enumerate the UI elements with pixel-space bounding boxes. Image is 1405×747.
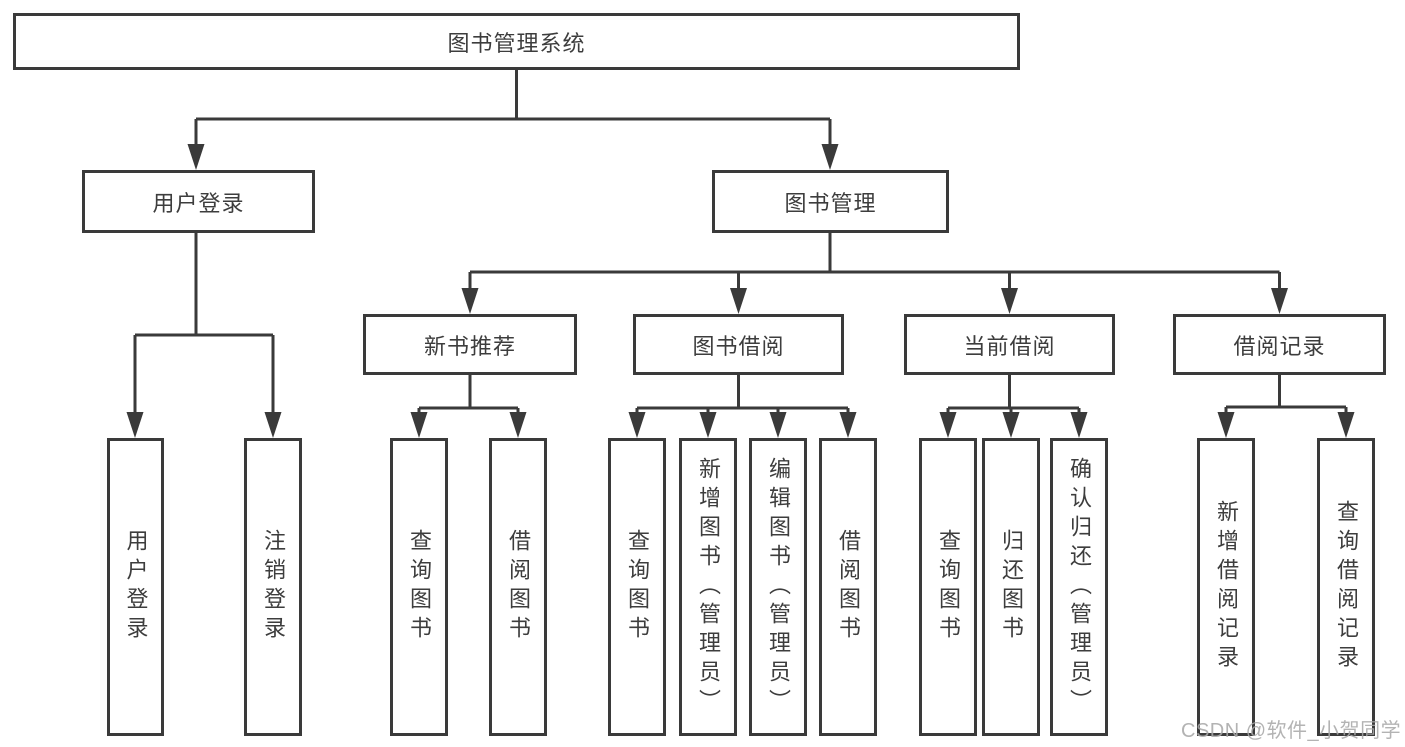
connector-root-to-level2: [187, 70, 839, 170]
leaf-borrow-books-label: 借阅图书: [836, 529, 861, 645]
leaf-query-books-borrow-label: 查询图书: [625, 529, 650, 645]
leaf-confirm-return-admin-label: 确认归还（管理员）: [1067, 456, 1092, 718]
connector-new-book-children: [410, 375, 527, 438]
leaf-add-books-admin-label: 新增图书（管理员）: [696, 456, 721, 718]
connector-line: [417, 375, 520, 414]
arrowhead-icon: [1001, 288, 1018, 314]
leaf-edit-books-admin: 编辑图书（管理员）: [749, 438, 807, 736]
arrowhead-icon: [1002, 412, 1020, 438]
connector-line: [1224, 375, 1348, 414]
arrowhead-icon: [1337, 412, 1355, 438]
leaf-user-login-label: 用户登录: [123, 529, 149, 645]
connector-line: [468, 233, 1281, 292]
arrowhead-icon: [821, 144, 839, 170]
arrowhead-icon: [187, 144, 205, 170]
arrowhead-icon: [410, 412, 428, 438]
connector-line: [946, 375, 1081, 414]
leaf-query-books-current: 查询图书: [919, 438, 977, 736]
leaf-add-books-admin: 新增图书（管理员）: [679, 438, 737, 736]
leaf-add-borrow-record: 新增借阅记录: [1197, 438, 1255, 736]
leaf-query-books-recommend-label: 查询图书: [407, 529, 432, 645]
connector-line: [635, 375, 850, 414]
node-new-book-recommend: 新书推荐: [363, 314, 577, 375]
leaf-user-login: 用户登录: [107, 438, 164, 736]
leaf-query-borrow-record-label: 查询借阅记录: [1334, 500, 1359, 674]
leaf-query-books-current-label: 查询图书: [936, 529, 961, 645]
arrowhead-icon: [126, 412, 144, 438]
arrowhead-icon: [730, 288, 747, 314]
connector-book-management-children: [461, 233, 1288, 314]
leaf-return-books: 归还图书: [982, 438, 1040, 736]
node-borrow-records: 借阅记录: [1173, 314, 1386, 375]
arrowhead-icon: [264, 412, 282, 438]
node-current-borrow: 当前借阅: [904, 314, 1115, 375]
leaf-borrow-books-recommend: 借阅图书: [489, 438, 547, 736]
arrowhead-icon: [1271, 288, 1288, 314]
connector-line: [194, 70, 832, 148]
leaf-borrow-books: 借阅图书: [819, 438, 877, 736]
node-book-management: 图书管理: [712, 170, 949, 233]
arrowhead-icon: [699, 412, 717, 438]
arrowhead-icon: [509, 412, 527, 438]
leaf-query-books-borrow: 查询图书: [608, 438, 666, 736]
connector-current-borrow-children: [939, 375, 1088, 438]
arrowhead-icon: [461, 288, 479, 314]
watermark: CSDN @软件_小贺同学: [1181, 720, 1402, 742]
leaf-confirm-return-admin: 确认归还（管理员）: [1050, 438, 1108, 736]
leaf-query-books-recommend: 查询图书: [390, 438, 448, 736]
leaf-return-books-label: 归还图书: [999, 529, 1024, 645]
connector-book-borrow-children: [628, 375, 857, 438]
connector-line: [133, 233, 275, 414]
leaf-logout-login: 注销登录: [244, 438, 302, 736]
arrowhead-icon: [839, 412, 857, 438]
leaf-edit-books-admin-label: 编辑图书（管理员）: [766, 456, 791, 718]
connector-borrow-records-children: [1217, 375, 1355, 438]
arrowhead-icon: [628, 412, 646, 438]
arrowhead-icon: [939, 412, 957, 438]
node-root: 图书管理系统: [13, 13, 1020, 70]
connector-user-login-children: [126, 233, 282, 438]
node-user-login: 用户登录: [82, 170, 315, 233]
arrowhead-icon: [1070, 412, 1088, 438]
leaf-add-borrow-record-label: 新增借阅记录: [1214, 500, 1239, 674]
arrowhead-icon: [769, 412, 787, 438]
leaf-query-borrow-record: 查询借阅记录: [1317, 438, 1375, 736]
leaf-logout-login-label: 注销登录: [261, 529, 286, 645]
arrowhead-icon: [1217, 412, 1235, 438]
leaf-borrow-books-recommend-label: 借阅图书: [506, 529, 531, 645]
node-book-borrow: 图书借阅: [633, 314, 844, 375]
